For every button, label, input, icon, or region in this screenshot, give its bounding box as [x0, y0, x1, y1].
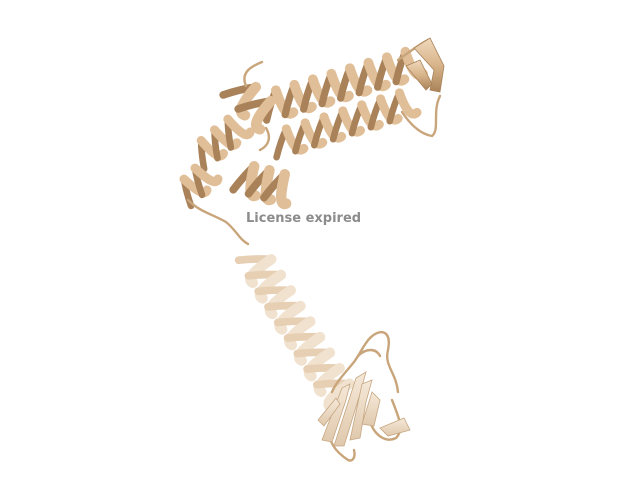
helix-upper-a: [263, 46, 428, 124]
helix-turn-front: [276, 169, 292, 210]
helix-turn-front: [250, 95, 277, 135]
helix-turn-front: [394, 88, 422, 119]
license-expired-watermark: License expired: [246, 211, 361, 226]
helix-left-middle: [196, 114, 292, 210]
helix-turn-front: [223, 114, 255, 140]
coil-loops: [186, 38, 442, 462]
helix-left-top: [219, 81, 277, 135]
helix-upper-b: [273, 88, 422, 161]
helix-turn-front: [190, 163, 223, 187]
beta-hairpin-top: [405, 37, 445, 93]
helix-descending: [234, 254, 355, 413]
beta-sheet: [317, 371, 411, 447]
